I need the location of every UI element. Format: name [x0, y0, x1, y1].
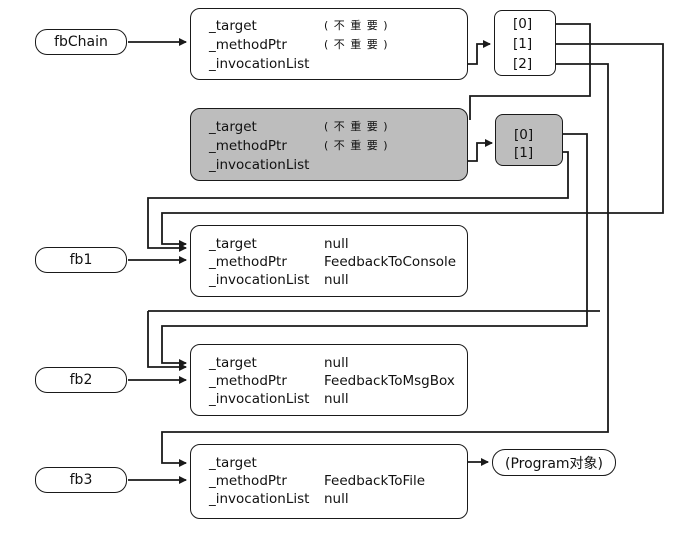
array-index-0: [0] — [514, 127, 534, 143]
field-target: _target — [209, 236, 257, 252]
variable-fbchain-label: fbChain — [54, 34, 108, 50]
arrow-array3-1 — [161, 43, 664, 248]
value-method-feedbacktoconsole: FeedbackToConsole — [324, 254, 457, 270]
variable-fbchain: fbChain — [35, 29, 127, 55]
field-target: _target — [209, 119, 257, 135]
variable-fb2-label: fb2 — [69, 372, 93, 388]
field-target: _target — [209, 18, 257, 34]
field-methodptr: _methodPtr — [209, 254, 287, 270]
value-method-feedbacktofile: FeedbackToFile — [324, 473, 426, 489]
field-target: _target — [209, 455, 257, 471]
field-methodptr: _methodPtr — [209, 138, 287, 154]
value-target: ( 不 重 要 ) — [324, 120, 389, 133]
value-invocationlist-null: null — [324, 391, 349, 407]
field-invocationlist: _invocationList — [209, 491, 310, 507]
invocation-array-3: [0] [1] [2] — [494, 10, 556, 76]
field-invocationlist: _invocationList — [209, 56, 310, 72]
array-index-1: [1] — [513, 36, 533, 52]
delegate-fb2: _target null _methodPtr FeedbackToMsgBox… — [190, 344, 468, 416]
array-index-0: [0] — [513, 16, 533, 32]
delegate-intermediate: _target ( 不 重 要 ) _methodPtr ( 不 重 要 ) _… — [190, 108, 468, 181]
field-invocationlist: _invocationList — [209, 157, 310, 173]
arrow-array2-0 — [161, 133, 588, 367]
field-methodptr: _methodPtr — [209, 473, 287, 489]
arrow-array3-2 — [161, 63, 609, 467]
array-index-2: [2] — [513, 56, 533, 72]
arrow-array2-1 — [147, 151, 569, 252]
field-methodptr: _methodPtr — [209, 37, 287, 53]
variable-fb3-label: fb3 — [69, 472, 93, 488]
value-method-feedbacktomsgbox: FeedbackToMsgBox — [324, 373, 455, 389]
delegate-fb1: _target null _methodPtr FeedbackToConsol… — [190, 225, 468, 297]
invocation-array-2: [0] [1] — [495, 114, 563, 166]
delegate-fb3: _target _methodPtr FeedbackToFile _invoc… — [190, 444, 468, 519]
variable-fb2: fb2 — [35, 367, 127, 393]
value-invocationlist-null: null — [324, 491, 349, 507]
array-index-1: [1] — [514, 145, 534, 161]
variable-fb3: fb3 — [35, 467, 127, 493]
variable-fb1-label: fb1 — [69, 252, 93, 268]
field-methodptr: _methodPtr — [209, 373, 287, 389]
value-invocationlist-null: null — [324, 272, 349, 288]
program-object-label: (Program对象) — [505, 455, 603, 472]
arrow-array3-0 — [469, 23, 591, 120]
delegate-fbchain: _target ( 不 重 要 ) _methodPtr ( 不 重 要 ) _… — [190, 8, 468, 80]
field-target: _target — [209, 355, 257, 371]
value-methodptr: ( 不 重 要 ) — [324, 139, 389, 152]
variable-fb1: fb1 — [35, 247, 127, 273]
field-invocationlist: _invocationList — [209, 391, 310, 407]
value-target-null: null — [324, 355, 349, 371]
value-target: ( 不 重 要 ) — [324, 19, 389, 32]
value-methodptr: ( 不 重 要 ) — [324, 38, 389, 51]
field-invocationlist: _invocationList — [209, 272, 310, 288]
arrow-fb2-secondary — [147, 311, 187, 371]
value-target-null: null — [324, 236, 349, 252]
program-object: (Program对象) — [492, 449, 616, 476]
